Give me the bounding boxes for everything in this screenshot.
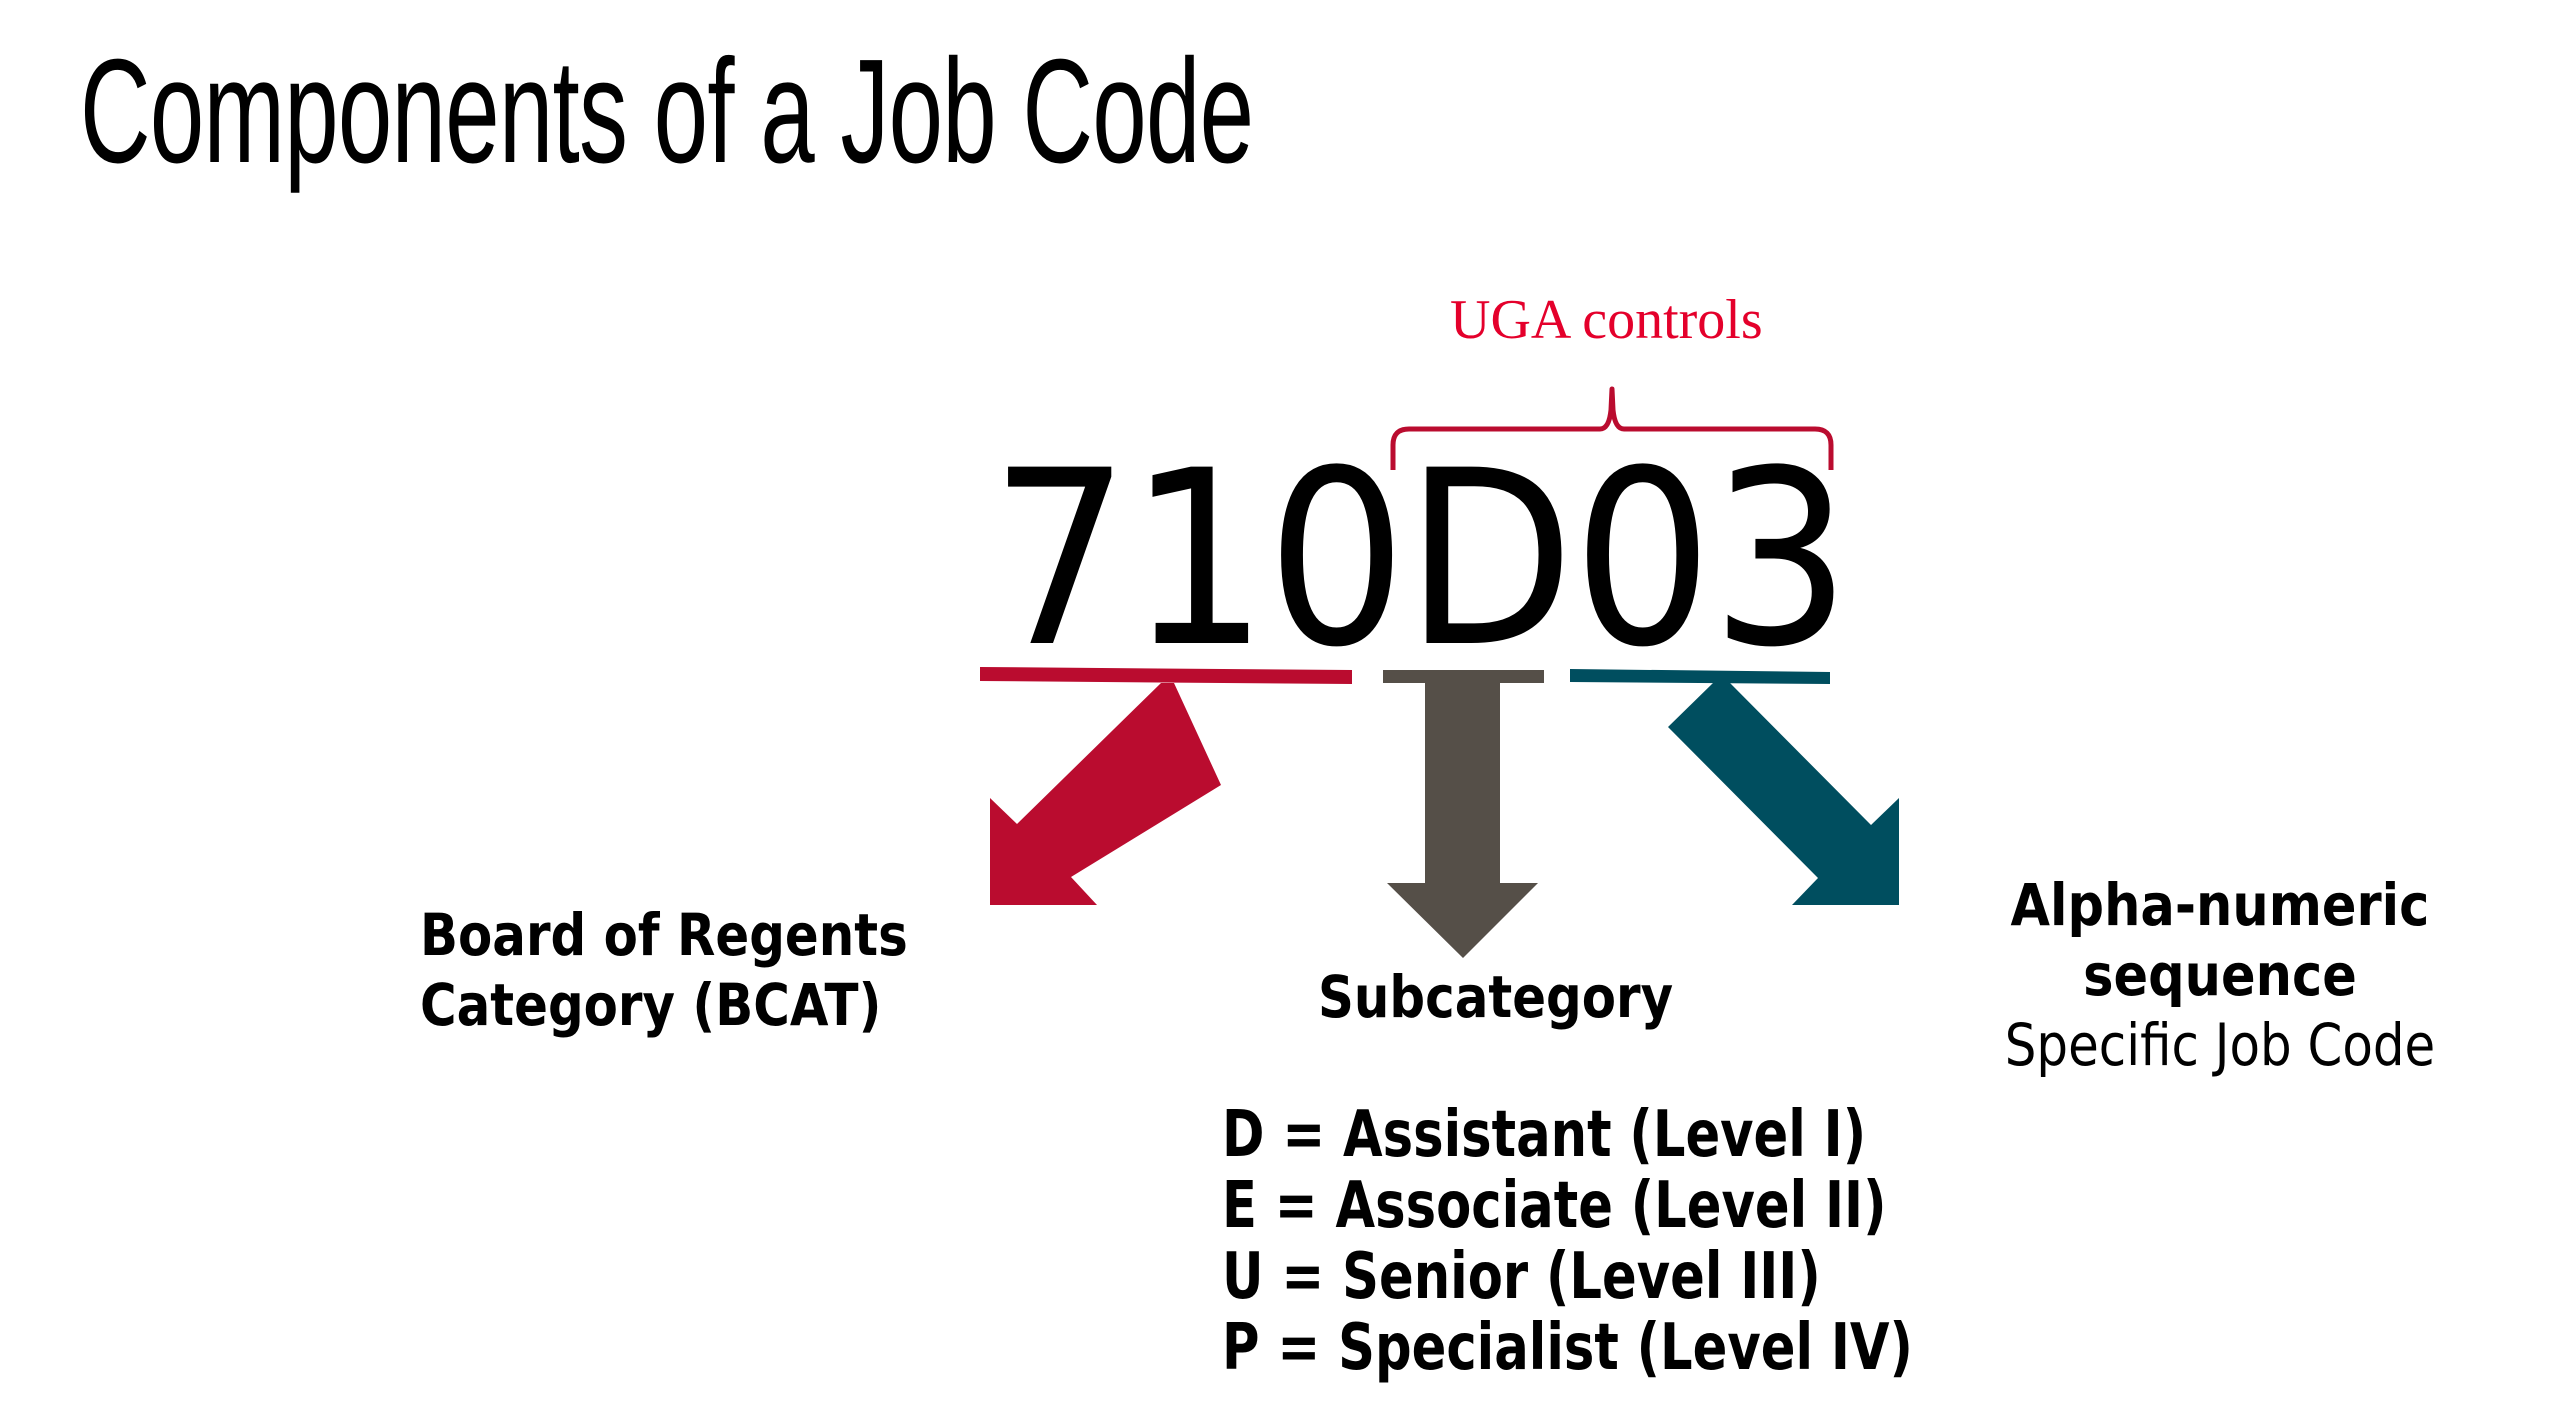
bcat-label-line-2: Category (BCAT) xyxy=(420,971,882,1039)
sequence-label-line-1: Alpha-numeric xyxy=(2010,871,2430,939)
level-item-p: P = Specialist (Level IV) xyxy=(1222,1311,1913,1385)
slide-title: Components of a Job Code xyxy=(80,29,1254,194)
sequence-label: Alpha-numeric sequence Specific Job Code xyxy=(1960,870,2480,1080)
level-item-d: D = Assistant (Level I) xyxy=(1222,1098,1867,1172)
job-code-example: 710D03 xyxy=(990,419,1851,701)
subcategory-levels-list: D = Assistant (Level I) E = Associate (L… xyxy=(1222,1100,1913,1384)
level-item-e: E = Associate (Level II) xyxy=(1222,1169,1887,1243)
bcat-arrow-icon xyxy=(980,667,1352,905)
level-item-u: U = Senior (Level III) xyxy=(1222,1240,1821,1314)
uga-controls-label: UGA controls xyxy=(1450,288,1780,352)
sequence-label-line-2: sequence xyxy=(2083,941,2357,1009)
bcat-label: Board of Regents Category (BCAT) xyxy=(420,900,908,1040)
bcat-label-line-1: Board of Regents xyxy=(420,901,908,969)
sequence-subtitle: Specific Job Code xyxy=(2004,1011,2436,1079)
subcategory-arrow-icon xyxy=(1383,670,1544,958)
uga-controls-text: UGA controls xyxy=(1450,289,1763,351)
subcategory-label: Subcategory xyxy=(1318,963,1674,1031)
sequence-arrow-icon xyxy=(1570,669,1899,905)
